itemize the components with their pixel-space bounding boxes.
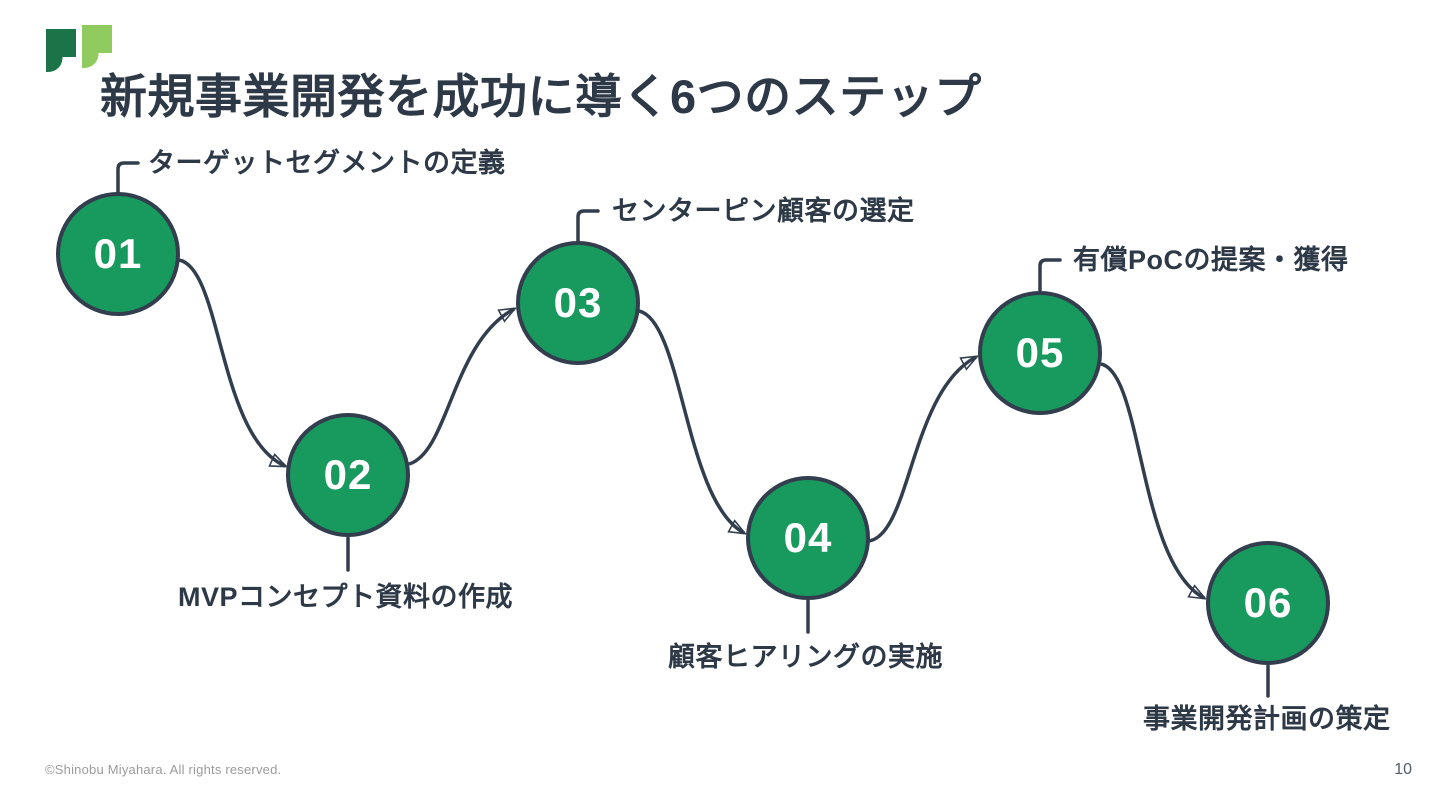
step-number: 02 xyxy=(323,451,373,498)
page-number: 10 xyxy=(1394,761,1412,778)
step-circle-03: 03 xyxy=(516,241,640,365)
step-circle-05: 05 xyxy=(978,291,1102,415)
step-number: 03 xyxy=(553,279,603,326)
step-number: 05 xyxy=(1015,329,1065,376)
label-connector-step3 xyxy=(576,209,600,247)
arrow-step5-to-step6 xyxy=(1100,362,1204,598)
step-label-06: 事業開発計画の策定 xyxy=(1143,704,1391,734)
arrow-step3-to-step4 xyxy=(638,309,744,533)
step-circle-02: 02 xyxy=(286,413,410,537)
step-circle-01: 01 xyxy=(56,192,180,316)
step-label-04: 顧客ヒアリングの実施 xyxy=(668,642,943,672)
step-label-03: センターピン顧客の選定 xyxy=(612,196,915,226)
arrow-step1-to-step2 xyxy=(178,258,285,468)
step-label-02: MVPコンセプト資料の作成 xyxy=(178,582,514,612)
arrow-step4-to-step5 xyxy=(868,357,976,543)
page-title: 新規事業開発を成功に導く6つのステップ xyxy=(100,70,982,123)
step-circle-06: 06 xyxy=(1206,541,1330,665)
copyright-text: ©Shinobu Miyahara. All rights reserved. xyxy=(45,762,282,777)
step-circle-04: 04 xyxy=(746,476,870,600)
step-number: 01 xyxy=(93,230,143,277)
step-number: 04 xyxy=(783,514,833,561)
step-label-01: ターゲットセグメントの定義 xyxy=(148,148,506,178)
step-label-05: 有償PoCの提案・獲得 xyxy=(1073,245,1349,275)
step-number: 06 xyxy=(1243,579,1293,626)
quote-marks-logo-icon xyxy=(46,25,112,72)
label-connector-step5 xyxy=(1038,258,1062,297)
arrow-step2-to-step3 xyxy=(408,309,514,466)
label-connector-step1 xyxy=(116,161,140,198)
